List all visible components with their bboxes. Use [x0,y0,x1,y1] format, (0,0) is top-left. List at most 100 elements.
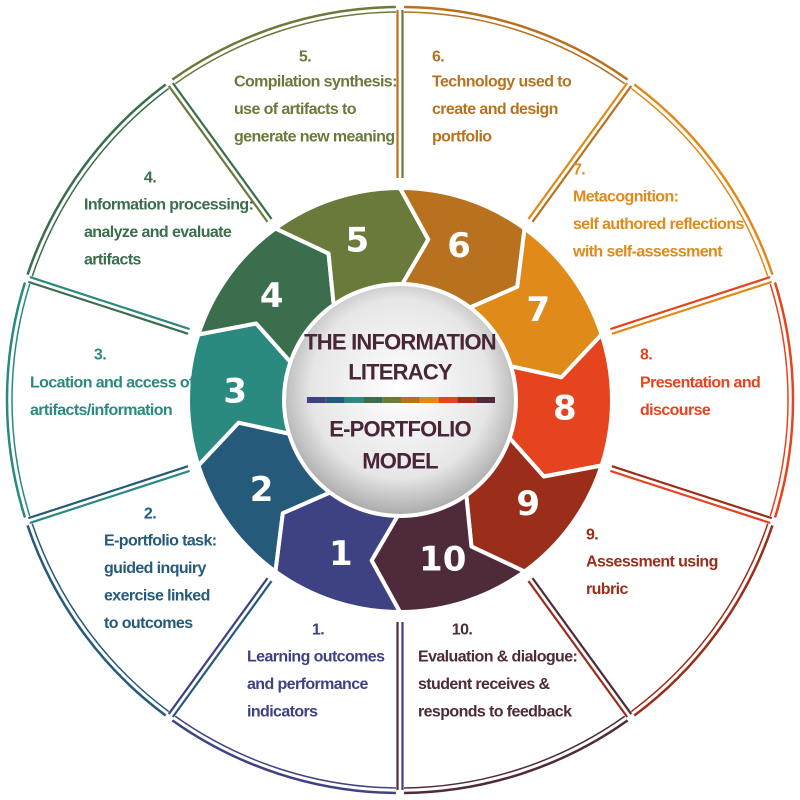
color-bar-segment [438,397,458,403]
step-label-number: 4. [144,170,156,187]
step-label-8: 8. Presentation and discourse [640,347,761,420]
sector-divider [610,276,771,331]
step-label-line: Evaluation & dialogue: [418,649,577,666]
step-number-7: 7 [527,290,551,330]
step-label-line: and performance [247,676,369,693]
step-label-line: with self-assessment [572,244,723,261]
outer-rim-arc [404,11,626,85]
step-number-3: 3 [223,371,247,411]
step-label-line: student receives & [418,676,551,693]
outer-rim-arc [11,283,31,517]
sector-divider [27,465,189,520]
step-number-2: 2 [250,470,274,510]
step-label-line: generate new meaning [234,129,395,146]
step-label-line: discourse [640,402,711,419]
step-label-10: 10. Evaluation & dialogue: student receive… [418,622,578,721]
step-label-line: portfolio [432,129,492,146]
outer-rim-arc [26,83,167,276]
sector-divider [531,85,633,223]
step-label-7: 7. Metacognition: self authored reflection… [572,162,745,261]
sector-divider [527,580,629,718]
step-label-3: 3. Location and access of artifacts/inform… [30,347,196,420]
color-bar-segment [307,397,326,403]
outer-rim-arc [5,282,27,518]
step-label-line: artifacts [84,252,142,269]
outer-rim-arc [404,5,629,81]
step-number-10: 10 [419,539,466,579]
step-number-5: 5 [345,221,369,261]
step-number-1: 1 [329,534,353,574]
step-label-line: Location and access of [30,375,195,392]
color-bar-segment [476,397,495,403]
step-label-number: 6. [432,49,444,66]
sector-divider [527,82,629,220]
step-label-number: 2. [144,506,156,523]
color-bar-segment [363,397,383,403]
sector-divider [610,469,771,524]
outer-rim-arc [26,524,167,717]
step-label-number: 8. [640,347,652,364]
outer-rim-arc [633,524,774,717]
sector-divider [171,580,273,718]
step-label-line: E-portfolio task: [104,533,216,550]
step-label-line: analyze and evaluate [84,224,232,241]
step-label-line: use of artifacts to [234,101,357,118]
step-label-line: create and design [432,101,558,118]
sector-divider [611,465,773,520]
outer-rim-arc [174,715,396,789]
ring-border [184,184,616,616]
center-title-line-2: LITERACY [348,360,453,385]
center-title-line-1: THE INFORMATION [304,330,496,355]
sector-divider [167,85,269,223]
step-label-4: 4. Information processing: analyze and eva… [84,170,254,269]
step-label-line: artifacts/information [30,402,172,419]
outer-rim-arc [171,5,396,81]
sector-divider [611,280,773,335]
step-label-number: 10. [452,622,473,639]
step-label-line: rubric [586,581,628,598]
outer-rim-arc [404,719,629,795]
step-label-line: Information processing: [84,197,253,214]
step-label-line: to outcomes [104,615,193,632]
step-label-line: exercise linked [104,588,210,605]
sector-divider [167,577,269,715]
step-label-line: Metacognition: [573,189,678,206]
step-label-5: 5.Compilation synthesis:use of artifacts… [234,49,397,146]
step-label-2: 2.E-portfolio task:guided inquiryexercis… [104,506,217,633]
color-bar-segment [325,397,345,403]
sector-divider [29,469,190,524]
outer-rim-arc [171,719,396,795]
color-bar-segment [457,397,477,403]
center-subtitle-line-1: E-PORTFOLIO [329,417,471,442]
outer-rim-arc [773,282,795,518]
step-label-line: responds to feedback [418,704,572,721]
outer-rim-arc [630,523,769,713]
color-bar-segment [382,397,401,403]
sector-divider [29,276,190,331]
step-number-9: 9 [516,484,540,524]
outer-rim-arc [31,523,170,713]
step-number-8: 8 [553,389,577,429]
step-label-6: 6. Technology used to create and design por… [432,49,573,146]
step-label-number: 3. [94,347,106,364]
step-label-line: Technology used to [432,74,572,91]
outer-rim-arc [769,283,789,517]
outer-rim-arc [174,11,396,85]
step-number-4: 4 [260,276,284,316]
step-label-line: Presentation and [640,375,760,392]
sector-divider [531,577,633,715]
sector-divider [171,82,273,220]
outer-rim-arc [630,87,769,277]
step-label-line: indicators [247,704,318,721]
step-label-line: Compilation synthesis: [234,74,397,91]
step-label-number: 7. [573,162,585,179]
center-subtitle-line-2: MODEL [362,449,438,474]
color-bar-segment [419,397,439,403]
step-number-6: 6 [447,226,471,266]
step-label-line: Learning outcomes [247,649,385,666]
step-label-line: self authored reflections [573,216,745,233]
